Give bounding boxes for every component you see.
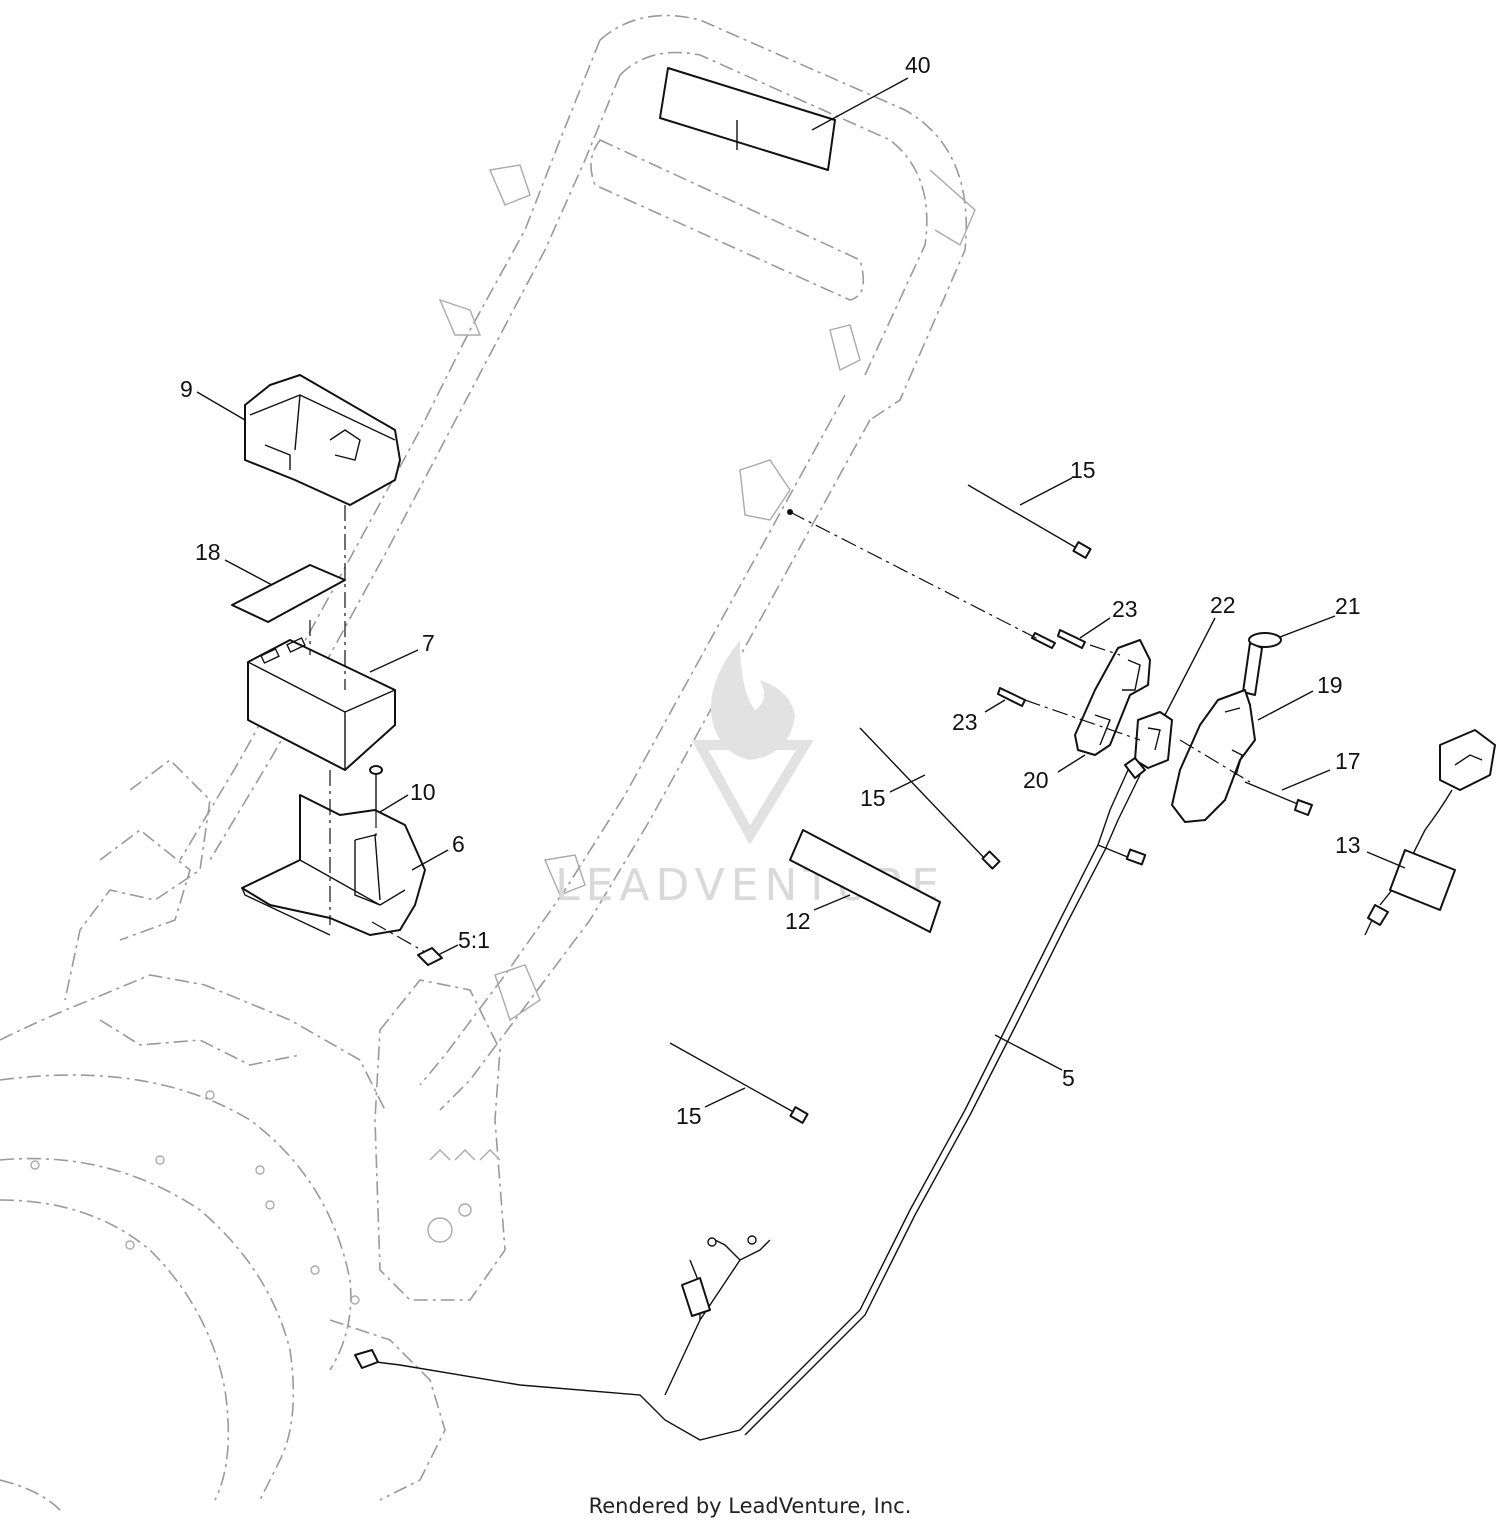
callout-22: 22 [1210, 592, 1236, 618]
part-6-battery-tray [241, 794, 426, 936]
part-19-cover [1171, 689, 1256, 823]
part-7-battery [247, 637, 396, 771]
part-21-key [1242, 632, 1282, 696]
callout-15-middle: 15 [860, 785, 886, 811]
callout-7: 7 [422, 630, 435, 656]
watermark: LEADVENTURE [555, 640, 939, 911]
part-18-pad [231, 564, 346, 623]
callout-15-upper: 15 [1070, 457, 1096, 483]
callout-leaders [196, 77, 1406, 1108]
callout-15-lower: 15 [676, 1103, 702, 1129]
footer-credit: Rendered by LeadVenture, Inc. [588, 1494, 912, 1518]
callout-9: 9 [180, 376, 193, 402]
callout-18: 18 [195, 539, 221, 565]
part-13-charger [1364, 729, 1496, 936]
assembly-centerlines [309, 505, 1251, 953]
callout-23-lower: 23 [952, 709, 978, 735]
callout-labels: 40 9 15 18 7 23 22 21 19 23 20 17 10 15 … [180, 52, 1361, 1129]
callout-20: 20 [1023, 767, 1049, 793]
part-5-1-clip [417, 947, 443, 966]
handle-frame-ghost [64, 14, 976, 1301]
part-23-screws [997, 629, 1086, 707]
part-15-cable-tie-upper [967, 484, 1092, 559]
callout-19: 19 [1317, 672, 1343, 698]
part-15-cable-tie-middle [859, 727, 1001, 870]
mower-deck-ghost [0, 974, 446, 1511]
part-12-decal [789, 829, 941, 933]
callout-10: 10 [410, 779, 436, 805]
part-40-decal [659, 67, 836, 171]
part-22-switch [1134, 711, 1173, 769]
part-17-bolt [1244, 781, 1313, 816]
part-10-screw [369, 765, 383, 812]
callout-6: 6 [452, 831, 465, 857]
callout-12: 12 [785, 908, 811, 934]
part-9-battery-cover [244, 374, 401, 506]
callout-5: 5 [1062, 1065, 1075, 1091]
callout-17: 17 [1335, 748, 1361, 774]
callout-40: 40 [905, 52, 931, 78]
callout-5-1: 5:1 [458, 927, 490, 953]
part-15-cable-tie-lower [669, 1042, 809, 1124]
callout-23-upper: 23 [1112, 596, 1138, 622]
part-5-wire-harness [354, 757, 1147, 1441]
callout-21: 21 [1335, 593, 1361, 619]
callout-13: 13 [1335, 832, 1361, 858]
